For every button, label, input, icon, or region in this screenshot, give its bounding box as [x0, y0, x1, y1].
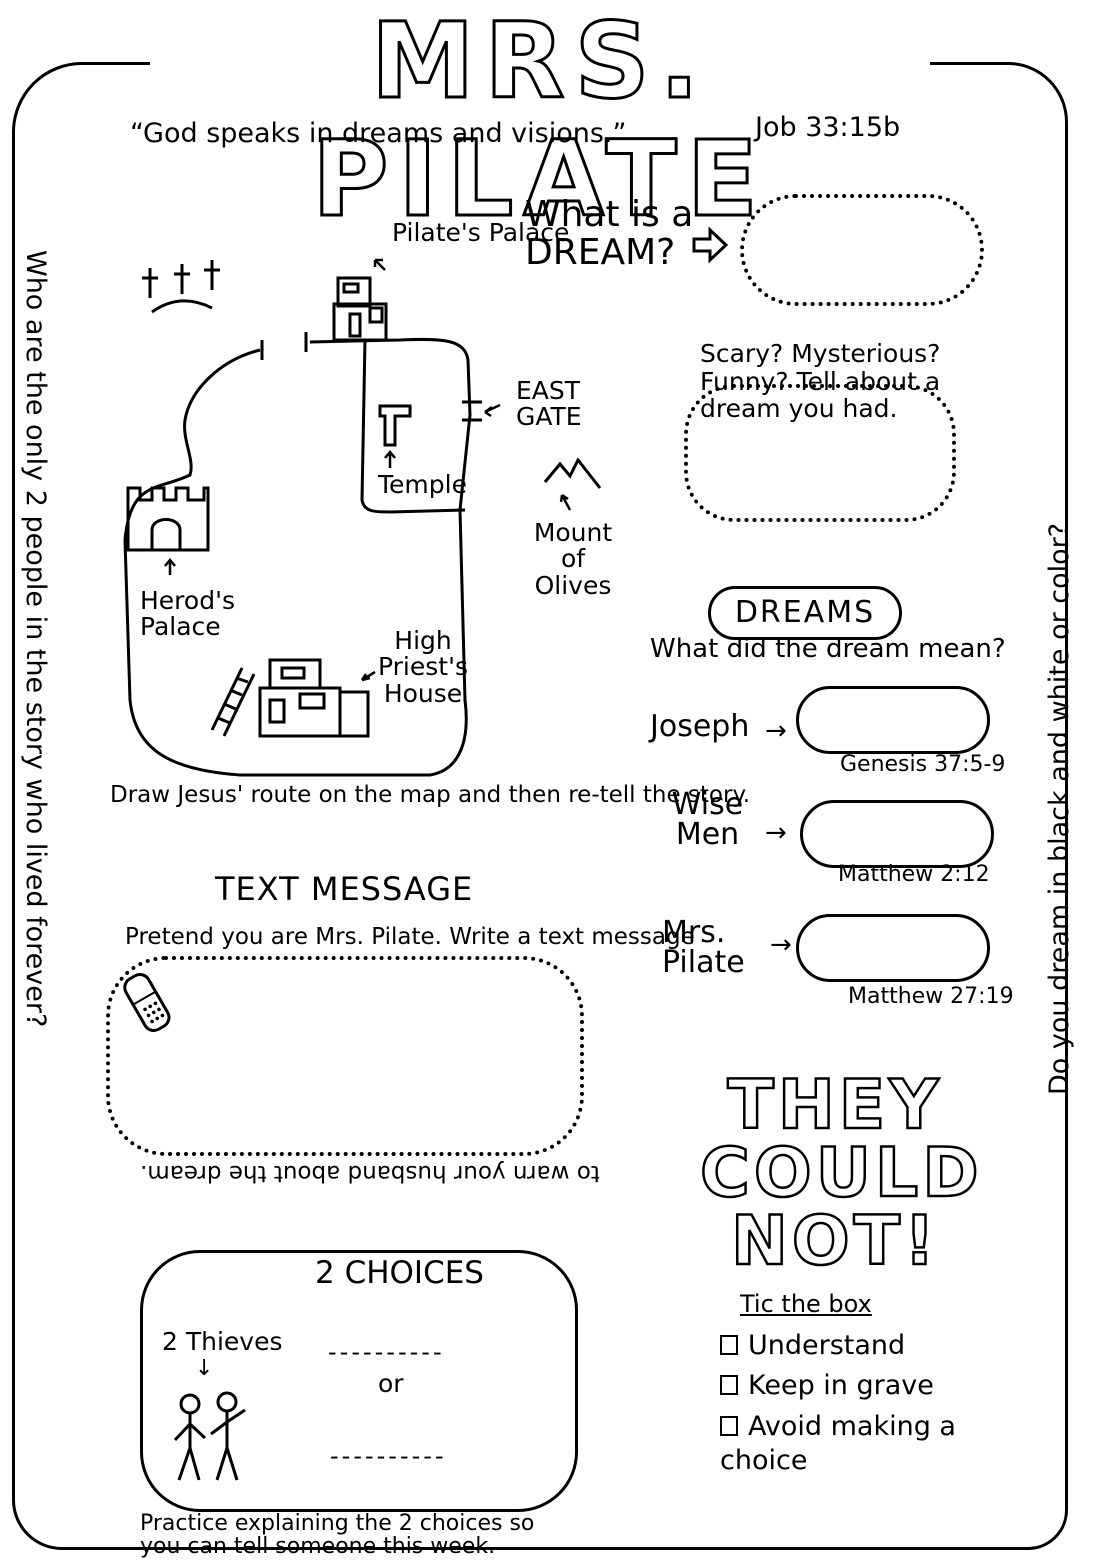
- label-temple: Temple: [378, 470, 467, 499]
- city-wall: [123, 337, 472, 777]
- two-thieves-label: 2 Thieves: [162, 1327, 283, 1356]
- arrow-right-icon: →: [770, 930, 792, 960]
- high-priests-house-icon: [210, 658, 370, 738]
- arrow-right-icon: →: [765, 818, 787, 848]
- dream-story-answer-box[interactable]: [684, 384, 956, 522]
- option-keep-in-grave[interactable]: Keep in grave: [720, 1372, 934, 1399]
- mountain-icon: [543, 457, 602, 489]
- pilates-palace-icon: [332, 276, 388, 342]
- they-could-not-heading: THEY COULD NOT!: [699, 1066, 983, 1281]
- two-choices-title: 2 CHOICES: [315, 1255, 484, 1291]
- label-mount-of-olives: Mount of Olives: [533, 518, 613, 600]
- option-avoid-choice[interactable]: Avoid making a choice: [720, 1410, 970, 1478]
- person-joseph: Joseph: [650, 709, 750, 744]
- label-herods-palace: Herod's Palace: [140, 586, 235, 642]
- herods-palace-icon: [126, 486, 210, 552]
- checkbox-understand[interactable]: [720, 1335, 738, 1355]
- phone-icon: [123, 973, 171, 1032]
- wise-men-answer-box[interactable]: [800, 800, 994, 868]
- wise-men-reference: Matthew 2:12: [838, 862, 990, 887]
- arrow-down-icon: ↓: [195, 1356, 214, 1381]
- heading-line-1: THEY: [726, 1066, 943, 1145]
- label-east-gate: EAST GATE: [516, 376, 582, 432]
- option-label: Understand: [748, 1330, 906, 1361]
- heading-line-3: NOT!: [730, 1202, 940, 1281]
- right-side-question: Do you dream in black and white or color…: [1044, 522, 1075, 1095]
- checkbox-keep-in-grave[interactable]: [720, 1375, 738, 1395]
- jerusalem-map[interactable]: [100, 220, 620, 820]
- left-side-question: Who are the only 2 people in the story w…: [20, 250, 51, 1028]
- choice-blank-1[interactable]: ----------: [328, 1338, 445, 1366]
- arrow-right-icon: [692, 226, 729, 264]
- option-label: Avoid making a choice: [720, 1411, 956, 1476]
- stick-figures-icon: [173, 1391, 246, 1481]
- or-label: or: [378, 1369, 404, 1398]
- what-is-a-dream-question: What is a DREAM?: [525, 194, 694, 273]
- person-wise-men: Wise Men: [671, 787, 744, 852]
- joseph-answer-box[interactable]: [796, 686, 990, 754]
- temple-icon: [378, 404, 412, 447]
- arrow-right-icon: →: [765, 716, 787, 746]
- choice-blank-2[interactable]: ----------: [330, 1442, 447, 1470]
- dreams-label: DREAMS: [708, 586, 902, 640]
- two-choices-box[interactable]: [140, 1250, 578, 1512]
- tick-the-box-title: Tic the box: [740, 1290, 872, 1318]
- three-crosses-icon: [142, 260, 220, 314]
- dream-definition-answer-box[interactable]: [740, 194, 984, 306]
- scripture-quote: “God speaks in dreams and visions.”: [130, 118, 627, 149]
- route-instruction: Draw Jesus' route on the map and then re…: [110, 782, 751, 808]
- option-label: Keep in grave: [748, 1370, 934, 1401]
- text-message-answer-box[interactable]: [106, 956, 584, 1156]
- practice-instruction: Practice explaining the 2 choices so you…: [140, 1511, 535, 1560]
- heading-line-2: COULD: [699, 1134, 983, 1213]
- person-mrs-pilate: Mrs. Pilate: [662, 915, 745, 980]
- dream-meaning-question: What did the dream mean?: [650, 634, 1006, 664]
- text-message-title: TEXT MESSAGE: [215, 870, 474, 908]
- checkbox-avoid-choice[interactable]: [720, 1416, 738, 1436]
- text-message-instruction-end: to warn your husband about the dream.: [140, 1160, 600, 1186]
- label-pilates-palace: Pilate's Palace: [392, 218, 570, 247]
- scripture-reference: Job 33:15b: [755, 112, 901, 143]
- text-message-instruction: Pretend you are Mrs. Pilate. Write a tex…: [125, 924, 695, 950]
- dream-feelings-prompt: Scary? Mysterious? Funny? Tell about a d…: [700, 339, 941, 423]
- mrs-pilate-answer-box[interactable]: [796, 914, 990, 982]
- page-title: MRS. PILATE: [150, 1, 930, 240]
- option-understand[interactable]: Understand: [720, 1332, 905, 1359]
- label-high-priests-house: High Priest's House: [378, 626, 468, 708]
- joseph-reference: Genesis 37:5-9: [840, 752, 1006, 777]
- mrs-pilate-reference: Matthew 27:19: [848, 984, 1014, 1009]
